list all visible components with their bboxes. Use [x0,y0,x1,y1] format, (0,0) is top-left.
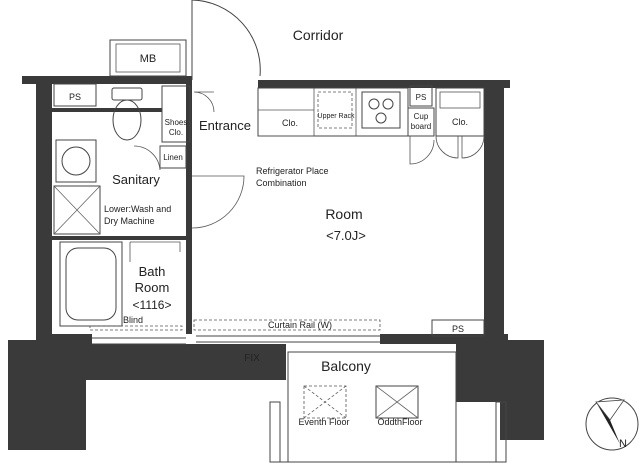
fix-label: FIX [244,353,260,364]
north-label: N [619,438,627,450]
ps-left-label: PS [69,92,81,102]
oddth-floor-label: OddthFloor [377,417,422,427]
room-size-label: <7.0J> [326,228,366,243]
hatch-even [303,385,347,419]
bath-label-1: Bath [139,264,166,279]
fridge-label-1: Refrigerator Place [256,166,329,176]
blind-label: Blind [123,315,143,325]
walls [8,76,544,450]
hatch-odd [375,385,419,419]
north-arrow-icon [585,397,639,451]
room-label: Room [325,206,362,222]
wash-label-2: Dry Machine [104,216,155,226]
shoes-closet [161,85,191,143]
window [92,335,380,345]
closet-2 [435,87,485,137]
corridor-label: Corridor [293,27,344,43]
balcony-label: Balcony [321,358,371,374]
curtain-rail [193,319,381,331]
entrance-label: Entrance [199,118,251,133]
clo-1-label: Clo. [282,118,298,128]
shoes-label-1: Shoes [165,118,188,127]
ps-bottom-box [431,319,485,337]
toilet [111,87,143,141]
entrance-door [191,0,261,80]
linen-label: Linen [163,153,183,162]
eventh-floor-label: Eventh Floor [298,417,349,427]
cupboard-label-2: board [411,122,431,131]
sink [317,91,353,129]
cupboard-label-1: Cup [414,112,429,121]
washbasin [55,139,97,183]
upper-rack-label: Upper Rack [318,113,355,120]
clo-2-label: Clo. [452,117,468,127]
sanitary-label: Sanitary [112,172,160,187]
ps-right-top-box [409,85,433,107]
ps-left-box [53,83,97,107]
bathtub [59,241,123,327]
bath-label-2: Room [135,280,170,295]
fridge-label-2: Combination [256,178,307,188]
curtain-rail-label: Curtain Rail (W) [268,320,332,330]
washing-machine [53,185,101,235]
shoes-label-2: Clo. [169,128,183,137]
ps-bottom-label: PS [452,324,464,334]
mb-label: MB [140,53,157,65]
ps-right-top-label: PS [416,93,427,102]
bath-size-label: <1116> [133,298,172,312]
mb-box [109,39,187,77]
kitchen-counter [257,87,409,137]
stove [361,91,401,129]
cupboard [407,107,435,137]
wash-label-1: Lower:Wash and [104,204,171,214]
balcony [269,351,507,463]
